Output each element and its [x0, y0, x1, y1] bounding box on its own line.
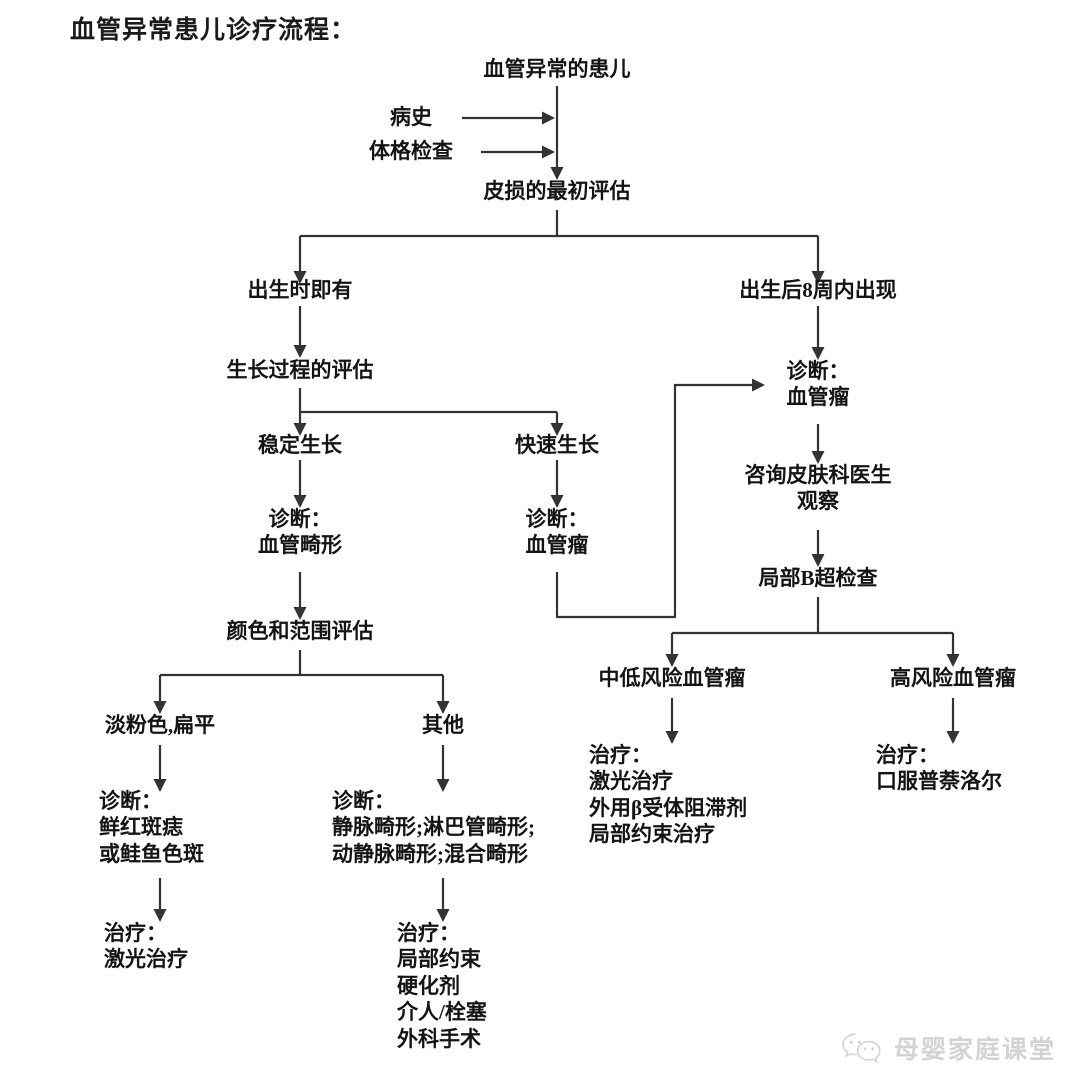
node-growth-assessment: 生长过程的评估	[226, 358, 374, 382]
node-treatment-low-mid-risk: 治疗： 激光治疗 外用β受体阻滞剂 局部约束治疗	[589, 743, 748, 847]
node-stable-growth: 稳定生长	[258, 433, 342, 457]
wechat-icon	[842, 1033, 881, 1064]
node-root: 血管异常的患儿	[483, 57, 631, 81]
watermark-text: 母婴家庭课堂	[893, 1037, 1056, 1064]
node-diagnosis-hemangioma-left: 诊断： 血管瘤	[525, 507, 589, 558]
node-pale-pink-flat: 淡粉色,扁平	[104, 713, 216, 737]
node-treatment-high-risk: 治疗： 口服普萘洛尔	[876, 743, 1002, 794]
node-physical-exam: 体格检查	[369, 139, 453, 163]
node-initial-assessment: 皮损的最初评估	[483, 179, 631, 203]
node-diagnosis-other-malformations: 诊断： 静脉畸形;淋巴管畸形; 动静脉畸形;混合畸形	[332, 789, 535, 866]
node-treatment-other: 治疗： 局部约束 硬化剂 介人/栓塞 外科手术	[397, 921, 487, 1051]
node-diagnosis-hemangioma-right: 诊断： 血管瘤	[786, 359, 850, 410]
node-treatment-laser: 治疗： 激光治疗	[104, 921, 188, 972]
node-consult-dermatologist: 咨询皮肤科医生 观察	[744, 463, 892, 514]
page-title: 血管异常患儿诊疗流程：	[70, 17, 357, 44]
node-rapid-growth: 快速生长	[515, 433, 599, 457]
node-local-ultrasound: 局部B超检查	[758, 566, 878, 590]
node-branch-congenital: 出生时即有	[247, 278, 353, 302]
node-risk-low-mid: 中低风险血管瘤	[598, 666, 746, 690]
node-other: 其他	[422, 713, 464, 737]
node-history: 病史	[390, 105, 432, 129]
node-diagnosis-vascular-malformation: 诊断： 血管畸形	[258, 507, 342, 558]
node-branch-postnatal: 出生后8周内出现	[739, 278, 897, 302]
watermark: 母婴家庭课堂	[840, 1030, 1056, 1066]
node-risk-high: 高风险血管瘤	[890, 666, 1016, 690]
node-diagnosis-nevus: 诊断： 鲜红斑痣 或鲑鱼色斑	[99, 789, 204, 866]
node-color-extent-assessment: 颜色和范围评估	[226, 619, 374, 643]
